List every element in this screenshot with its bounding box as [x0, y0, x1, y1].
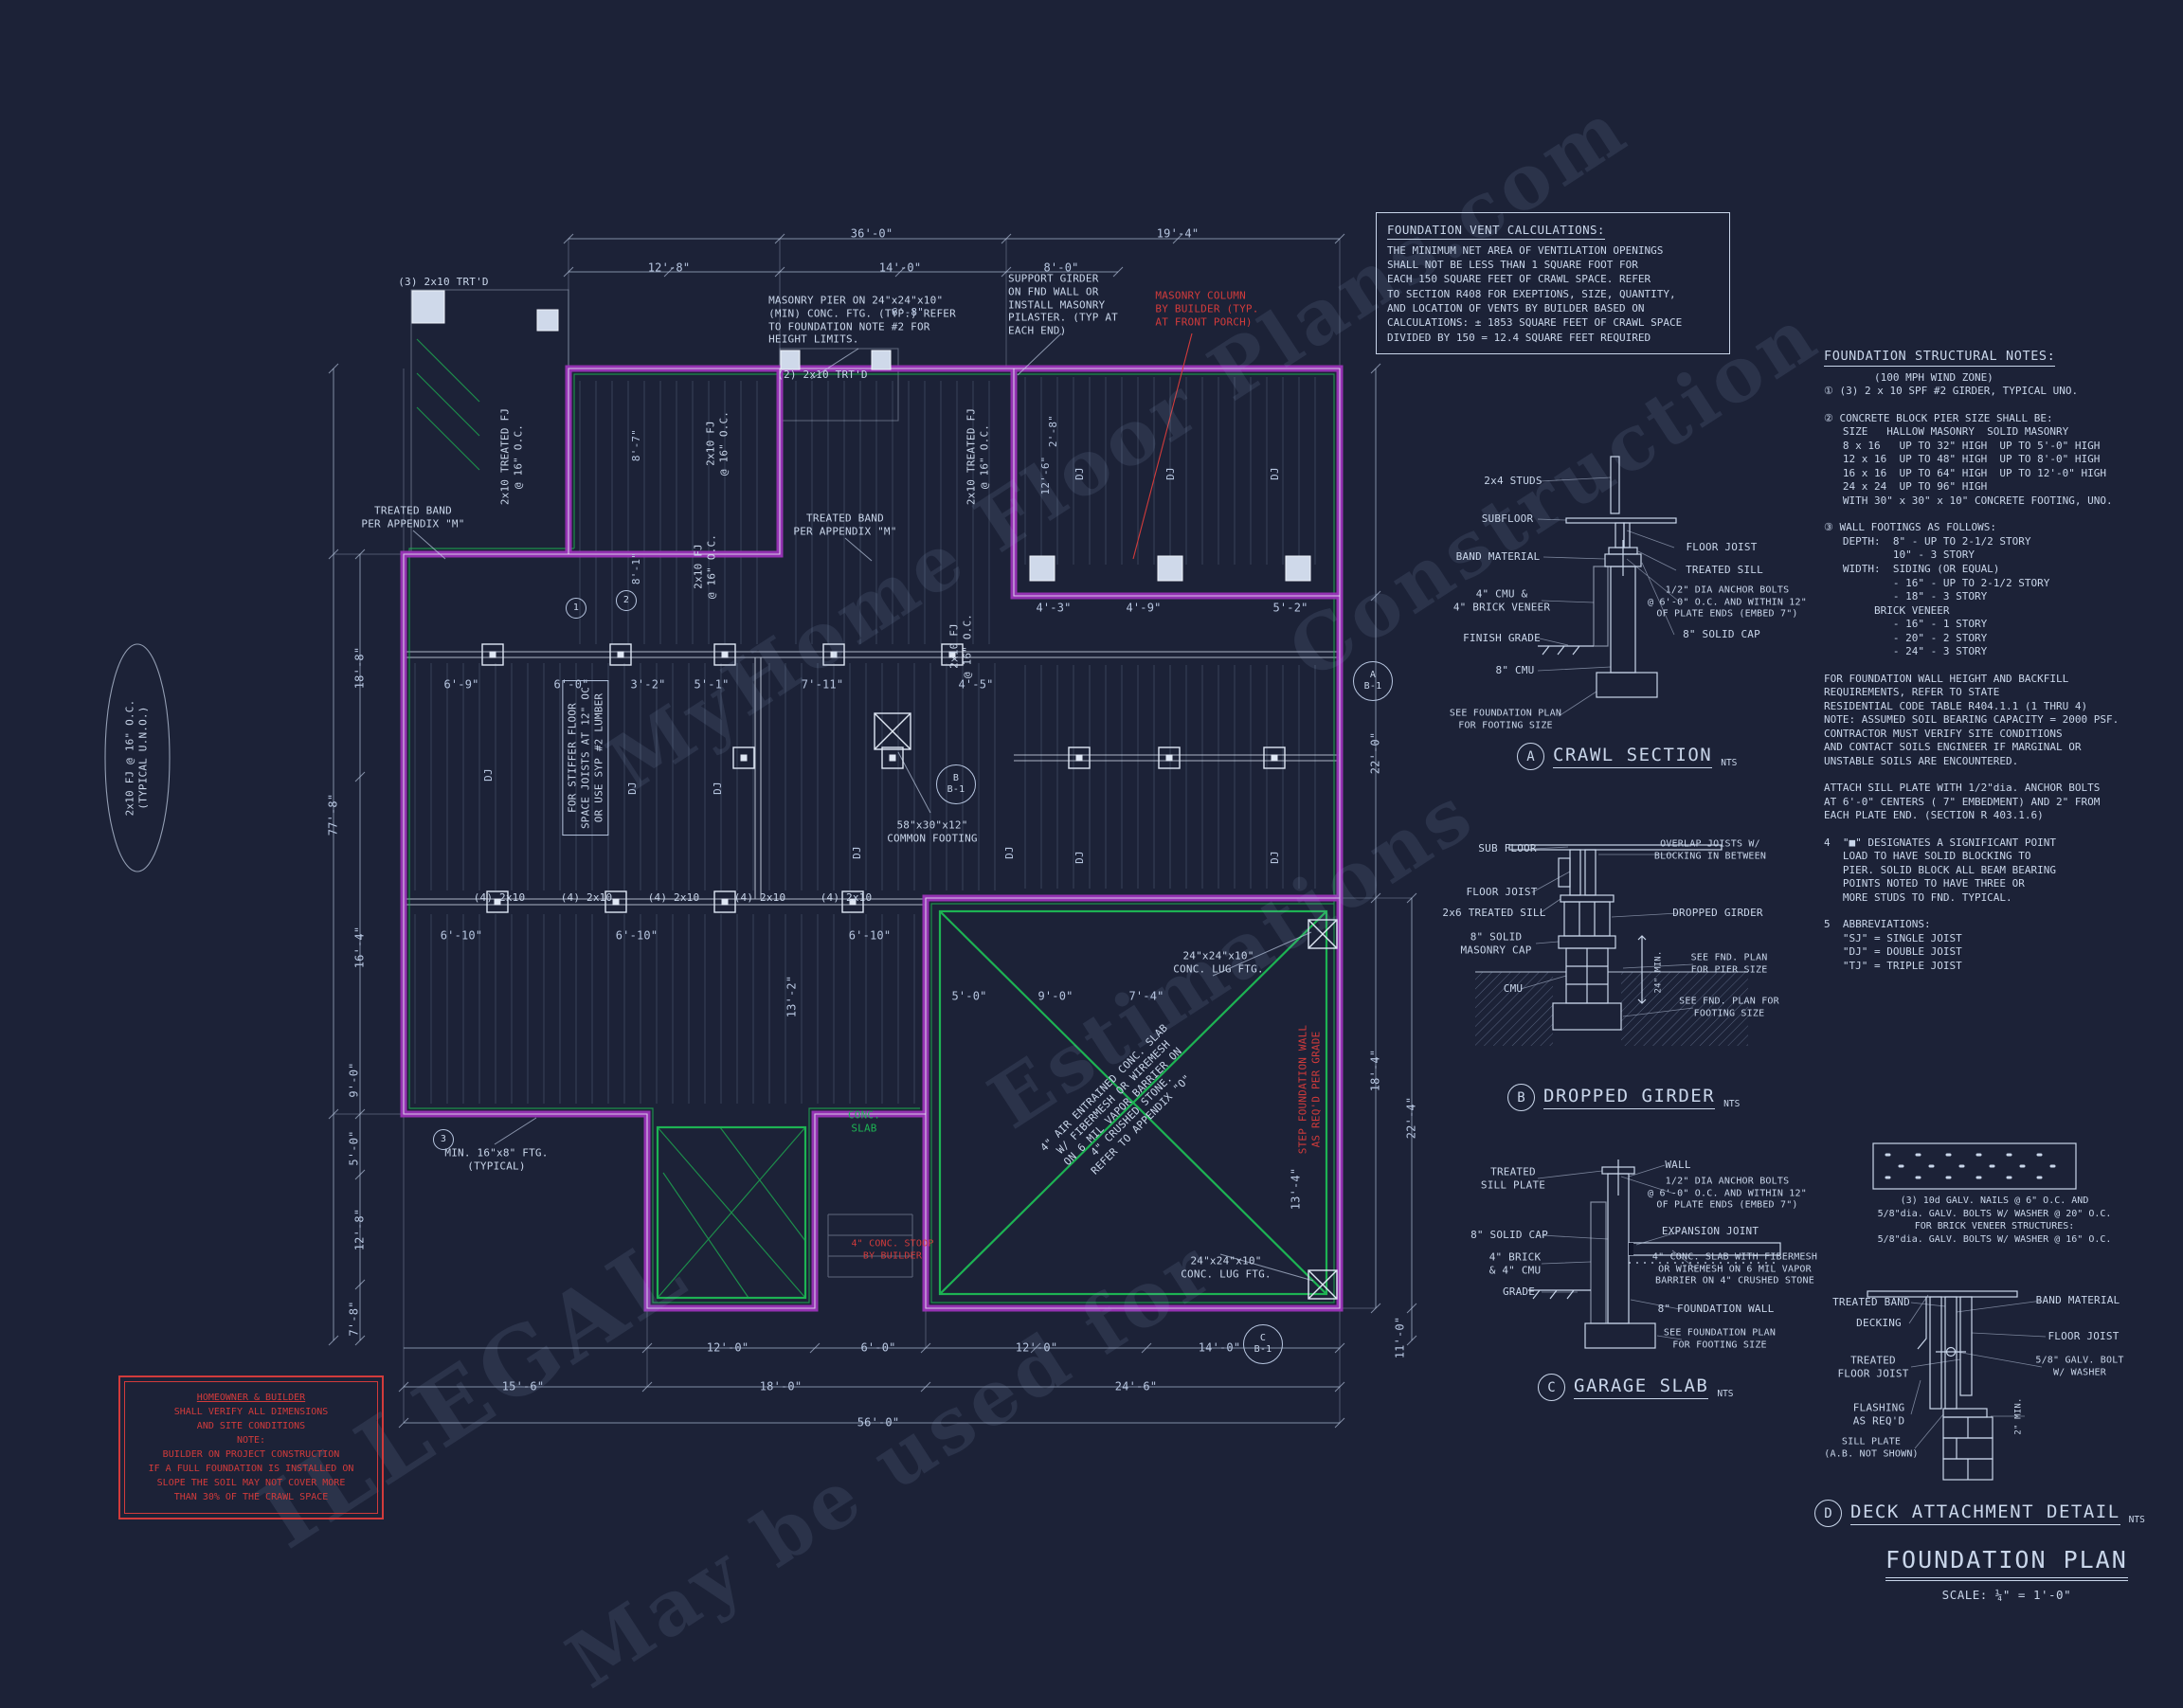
- detail-d-marker: D: [1814, 1500, 1842, 1527]
- sheet-title: FOUNDATION PLAN: [1885, 1546, 2128, 1581]
- text-line: 12 x 16 UP TO 48" HIGH UP TO 8'-0" HIGH: [1824, 453, 2101, 466]
- text-line: SHALL NOT BE LESS THAN 1 SQUARE FOOT FOR: [1387, 258, 1638, 271]
- blueprint-sheet: { "colors":{"bg":"#1c2237","line":"#c9d6…: [104, 82, 2183, 1706]
- text-line: 5 ABBREVIATIONS:: [1824, 918, 1931, 931]
- foundation-plan-drawing: [104, 233, 1417, 1429]
- text-line: 8 x 16 UP TO 32" HIGH UP TO 5'-0" HIGH: [1824, 439, 2101, 452]
- garage-slab-drawing: [1528, 1160, 1781, 1349]
- detail-b-title: DROPPED GIRDER: [1543, 1086, 1716, 1109]
- text-line: "DJ" = DOUBLE JOIST: [1824, 945, 1962, 959]
- title-block: FOUNDATION PLAN SCALE: ¼" = 1'-0": [1885, 1546, 2128, 1602]
- deck-nail-note: (3) 10d GALV. NAILS @ 6" O.C. AND 5/8"dia…: [1843, 1195, 2146, 1246]
- text-line: LOAD TO HAVE SOLID BLOCKING TO: [1824, 850, 2031, 863]
- text-line: AND LOCATION OF VENTS BY BUILDER BASED O…: [1387, 302, 1645, 315]
- text-line: "TJ" = TRIPLE JOIST: [1824, 959, 1962, 972]
- text-line: EACH 150 SQUARE FEET OF CRAWL SPACE. REF…: [1387, 273, 1651, 286]
- text-line: THAN 30% OF THE CRAWL SPACE: [173, 1492, 329, 1502]
- text-line: [1824, 508, 2176, 521]
- text-line: SHALL VERIFY ALL DIMENSIONS: [173, 1407, 329, 1417]
- text-line: AT 6'-0" CENTERS ( 7" EMBEDMENT) AND 2" …: [1824, 795, 2101, 808]
- text-line: WIDTH: SIDING (OR EQUAL): [1824, 563, 2000, 575]
- text-line: TO SECTION R408 FOR EXEPTIONS, SIZE, QUA…: [1387, 287, 1676, 300]
- text-line: 24 x 24 UP TO 96" HIGH: [1824, 480, 1988, 494]
- detail-a-marker: A: [1517, 743, 1544, 770]
- text-line: IF A FULL FOUNDATION IS INSTALLED ON: [148, 1464, 354, 1474]
- detail-a-title: CRAWL SECTION: [1553, 745, 1713, 768]
- text-line: FOR BRICK VENEER STRUCTURES:: [1914, 1221, 2075, 1232]
- text-line: (3) 10d GALV. NAILS @ 6" O.C. AND: [1900, 1196, 2089, 1206]
- vent-calculations-note: FOUNDATION VENT CALCULATIONS: THE MINIMU…: [1376, 212, 1730, 355]
- text-line: ATTACH SILL PLATE WITH 1/2"dia. ANCHOR B…: [1824, 782, 2101, 795]
- text-line: POINTS NOTED TO HAVE THREE OR: [1824, 877, 2025, 890]
- text-line: NOTE:: [236, 1435, 266, 1446]
- detail-c-title: GARAGE SLAB: [1574, 1375, 1709, 1399]
- crawl-section-drawing: [1537, 456, 1679, 717]
- text-line: FOR FOUNDATION WALL HEIGHT AND BACKFILL: [1824, 672, 2069, 685]
- text-line: HOMEOWNER & BUILDER: [196, 1393, 306, 1403]
- structural-notes-body: (100 MPH WIND ZONE)① (3) 2 x 10 SPF #2 G…: [1824, 371, 2176, 974]
- structural-notes-title: FOUNDATION STRUCTURAL NOTES:: [1824, 349, 2056, 367]
- text-line: "SJ" = SINGLE JOIST: [1824, 931, 1962, 944]
- detail-a-scale: NTS: [1721, 758, 1738, 768]
- structural-notes: FOUNDATION STRUCTURAL NOTES: (100 MPH WI…: [1824, 349, 2176, 973]
- text-line: - 16" - UP TO 2-1/2 STORY: [1824, 576, 2050, 589]
- detail-c-marker: C: [1538, 1374, 1565, 1401]
- detail-d-title: DECK ATTACHMENT DETAIL: [1850, 1501, 2120, 1525]
- sheet-scale: SCALE: ¼" = 1'-0": [1941, 1588, 2072, 1602]
- detail-b-scale: NTS: [1723, 1099, 1741, 1109]
- text-line: REQUIREMENTS, REFER TO STATE: [1824, 686, 2000, 699]
- text-line: CONTRACTOR MUST VERIFY SITE CONDITIONS: [1824, 727, 2063, 740]
- text-line: - 16" - 1 STORY: [1824, 618, 1988, 631]
- vent-calculations-title: FOUNDATION VENT CALCULATIONS:: [1387, 222, 1605, 240]
- text-line: BUILDER ON PROJECT CONSTRUCTION: [162, 1449, 340, 1460]
- text-line: [1824, 905, 2176, 918]
- text-line: (100 MPH WIND ZONE): [1824, 370, 1994, 384]
- text-line: 5/8"dia. GALV. BOLTS W/ WASHER @ 20" O.C…: [1877, 1208, 2112, 1219]
- text-line: AND CONTACT SOILS ENGINEER IF MARGINAL O…: [1824, 741, 2082, 754]
- text-line: SIZE HALLOW MASONRY SOLID MASONRY: [1824, 425, 2069, 439]
- builder-notice-text: HOMEOWNER & BUILDER SHALL VERIFY ALL DIME…: [124, 1381, 378, 1514]
- detail-d-scale: NTS: [2128, 1515, 2145, 1525]
- text-line: THE MINIMUM NET AREA OF VENTILATION OPEN…: [1387, 243, 1664, 257]
- text-line: MORE STUDS TO FND. TYPICAL.: [1824, 890, 2012, 904]
- text-line: EACH PLATE END. (SECTION R 403.1.6): [1824, 809, 2044, 822]
- text-line: ③ WALL FOOTINGS AS FOLLOWS:: [1824, 521, 1997, 534]
- text-line: BRICK VENEER: [1824, 603, 1950, 617]
- text-line: DIVIDED BY 150 = 12.4 SQUARE FEET REQUIR…: [1387, 331, 1651, 344]
- text-line: ① (3) 2 x 10 SPF #2 GIRDER, TYPICAL UNO.: [1824, 385, 2079, 398]
- text-line: DEPTH: 8" - UP TO 2-1/2 STORY: [1824, 534, 2031, 548]
- deck-attachment-drawing: [1867, 1142, 2077, 1481]
- text-line: RESIDENTIAL CODE TABLE R404.1.1 (1 THRU …: [1824, 699, 2088, 712]
- builder-notice-box: HOMEOWNER & BUILDER SHALL VERIFY ALL DIME…: [118, 1375, 384, 1519]
- text-line: ② CONCRETE BLOCK PIER SIZE SHALL BE:: [1824, 411, 2053, 424]
- text-line: WITH 30" x 30" x 10" CONCRETE FOOTING, U…: [1824, 494, 2113, 507]
- text-line: - 18" - 3 STORY: [1824, 590, 1988, 603]
- text-line: [1824, 659, 2176, 673]
- text-line: [1824, 823, 2176, 836]
- text-line: NOTE: ASSUMED SOIL BEARING CAPACITY = 20…: [1824, 713, 2120, 727]
- text-line: SLOPE THE SOIL MAY NOT COVER MORE: [156, 1478, 346, 1488]
- detail-b-marker: B: [1507, 1084, 1535, 1111]
- text-line: AND SITE CONDITIONS: [196, 1421, 306, 1431]
- text-line: PIER. SOLID BLOCK ALL BEAM BEARING: [1824, 863, 2057, 876]
- text-line: 10" - 3 STORY: [1824, 548, 1975, 562]
- text-line: - 20" - 2 STORY: [1824, 631, 1988, 644]
- text-line: 4 "■" DESIGNATES A SIGNIFICANT POINT: [1824, 836, 2057, 849]
- detail-deck-attachment: (3) 10d GALV. NAILS @ 6" O.C. AND 5/8"dia…: [1805, 1132, 2183, 1539]
- vent-calculations-body: THE MINIMUM NET AREA OF VENTILATION OPEN…: [1387, 243, 1719, 346]
- dropped-girder-drawing: [1475, 844, 1748, 1046]
- text-line: CALCULATIONS: ± 1853 SQUARE FEET OF CRAW…: [1387, 316, 1683, 330]
- detail-c-scale: NTS: [1717, 1389, 1734, 1399]
- text-line: 16 x 16 UP TO 64" HIGH UP TO 12'-0" HIGH: [1824, 466, 2107, 479]
- text-line: UNSTABLE SOILS ARE ENCOUNTERED.: [1824, 754, 2019, 767]
- text-line: [1824, 768, 2176, 782]
- text-line: [1824, 399, 2176, 412]
- text-line: - 24" - 3 STORY: [1824, 645, 1988, 658]
- text-line: 5/8"dia. GALV. BOLTS W/ WASHER @ 16" O.C…: [1877, 1233, 2112, 1245]
